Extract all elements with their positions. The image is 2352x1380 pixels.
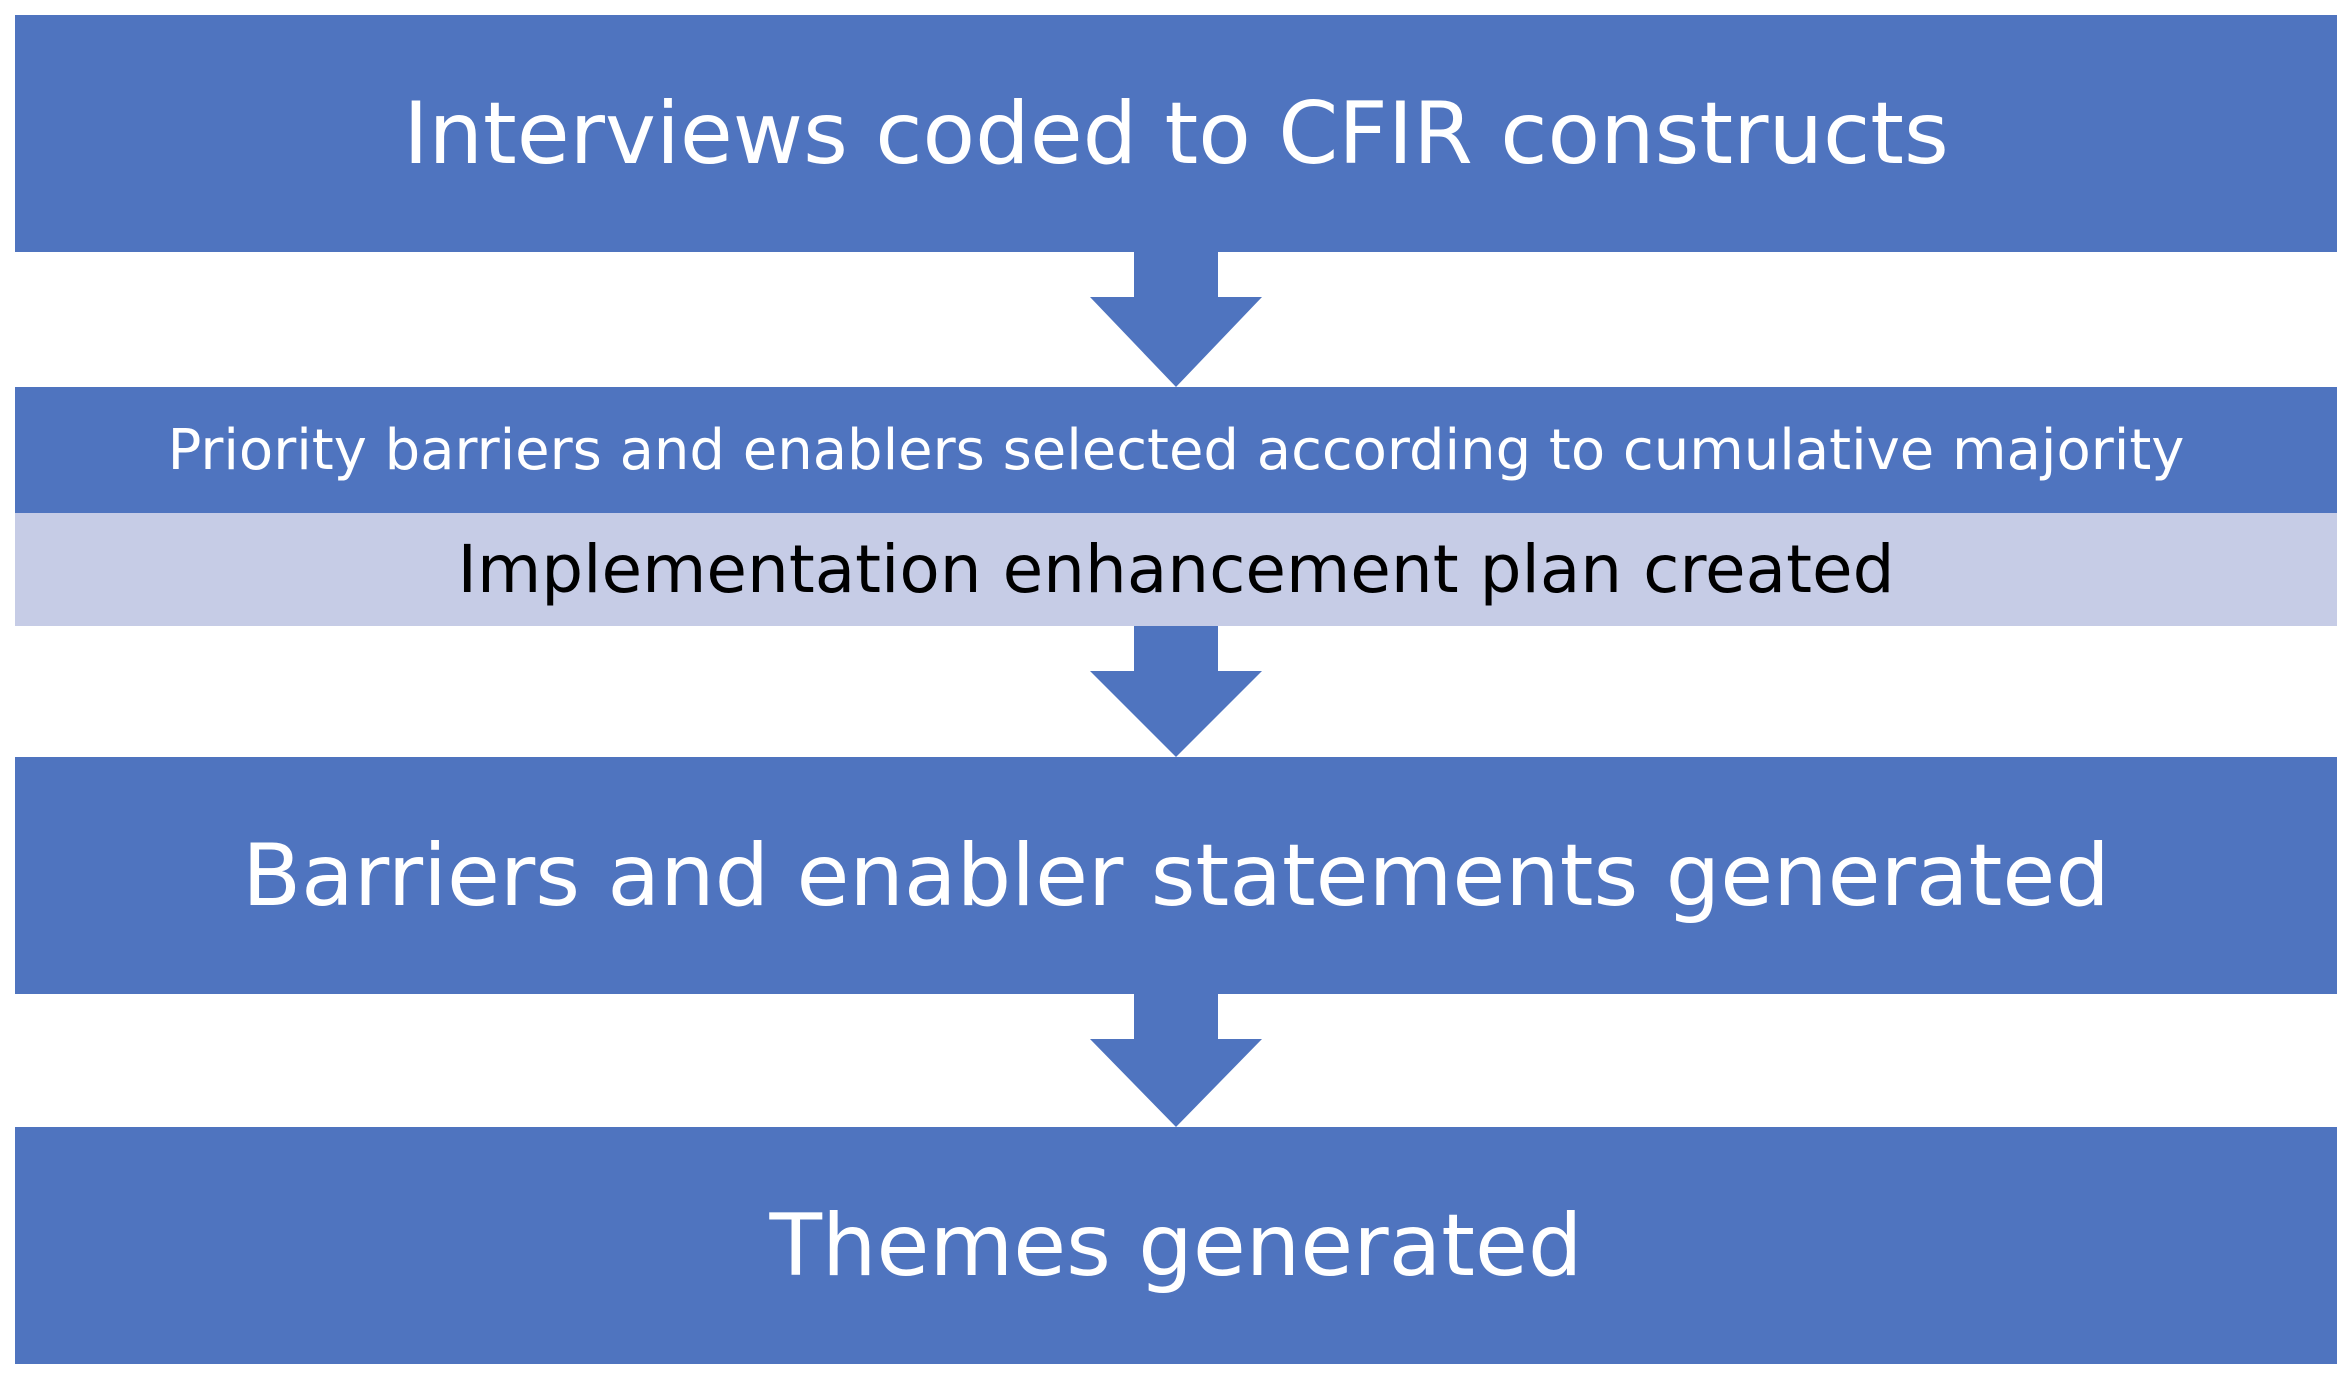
step-enhancement-plan: Implementation enhancement plan created: [15, 513, 2337, 626]
step-enhancement-plan-label: Implementation enhancement plan created: [457, 531, 1895, 608]
step-barrier-statements-label: Barriers and enabler statements generate…: [242, 825, 2110, 926]
step-priority-barriers: Priority barriers and enablers selected …: [15, 387, 2337, 513]
step-interviews-coded: Interviews coded to CFIR constructs: [15, 15, 2337, 252]
step-barrier-statements: Barriers and enabler statements generate…: [15, 757, 2337, 994]
step-interviews-coded-label: Interviews coded to CFIR constructs: [403, 83, 1949, 184]
down-arrow-icon: [1090, 252, 1262, 387]
down-arrow-icon: [1090, 994, 1262, 1127]
step-priority-barriers-label: Priority barriers and enablers selected …: [167, 417, 2185, 483]
down-arrow-icon: [1090, 626, 1262, 757]
step-themes-generated-label: Themes generated: [769, 1195, 1583, 1296]
step-themes-generated: Themes generated: [15, 1127, 2337, 1364]
